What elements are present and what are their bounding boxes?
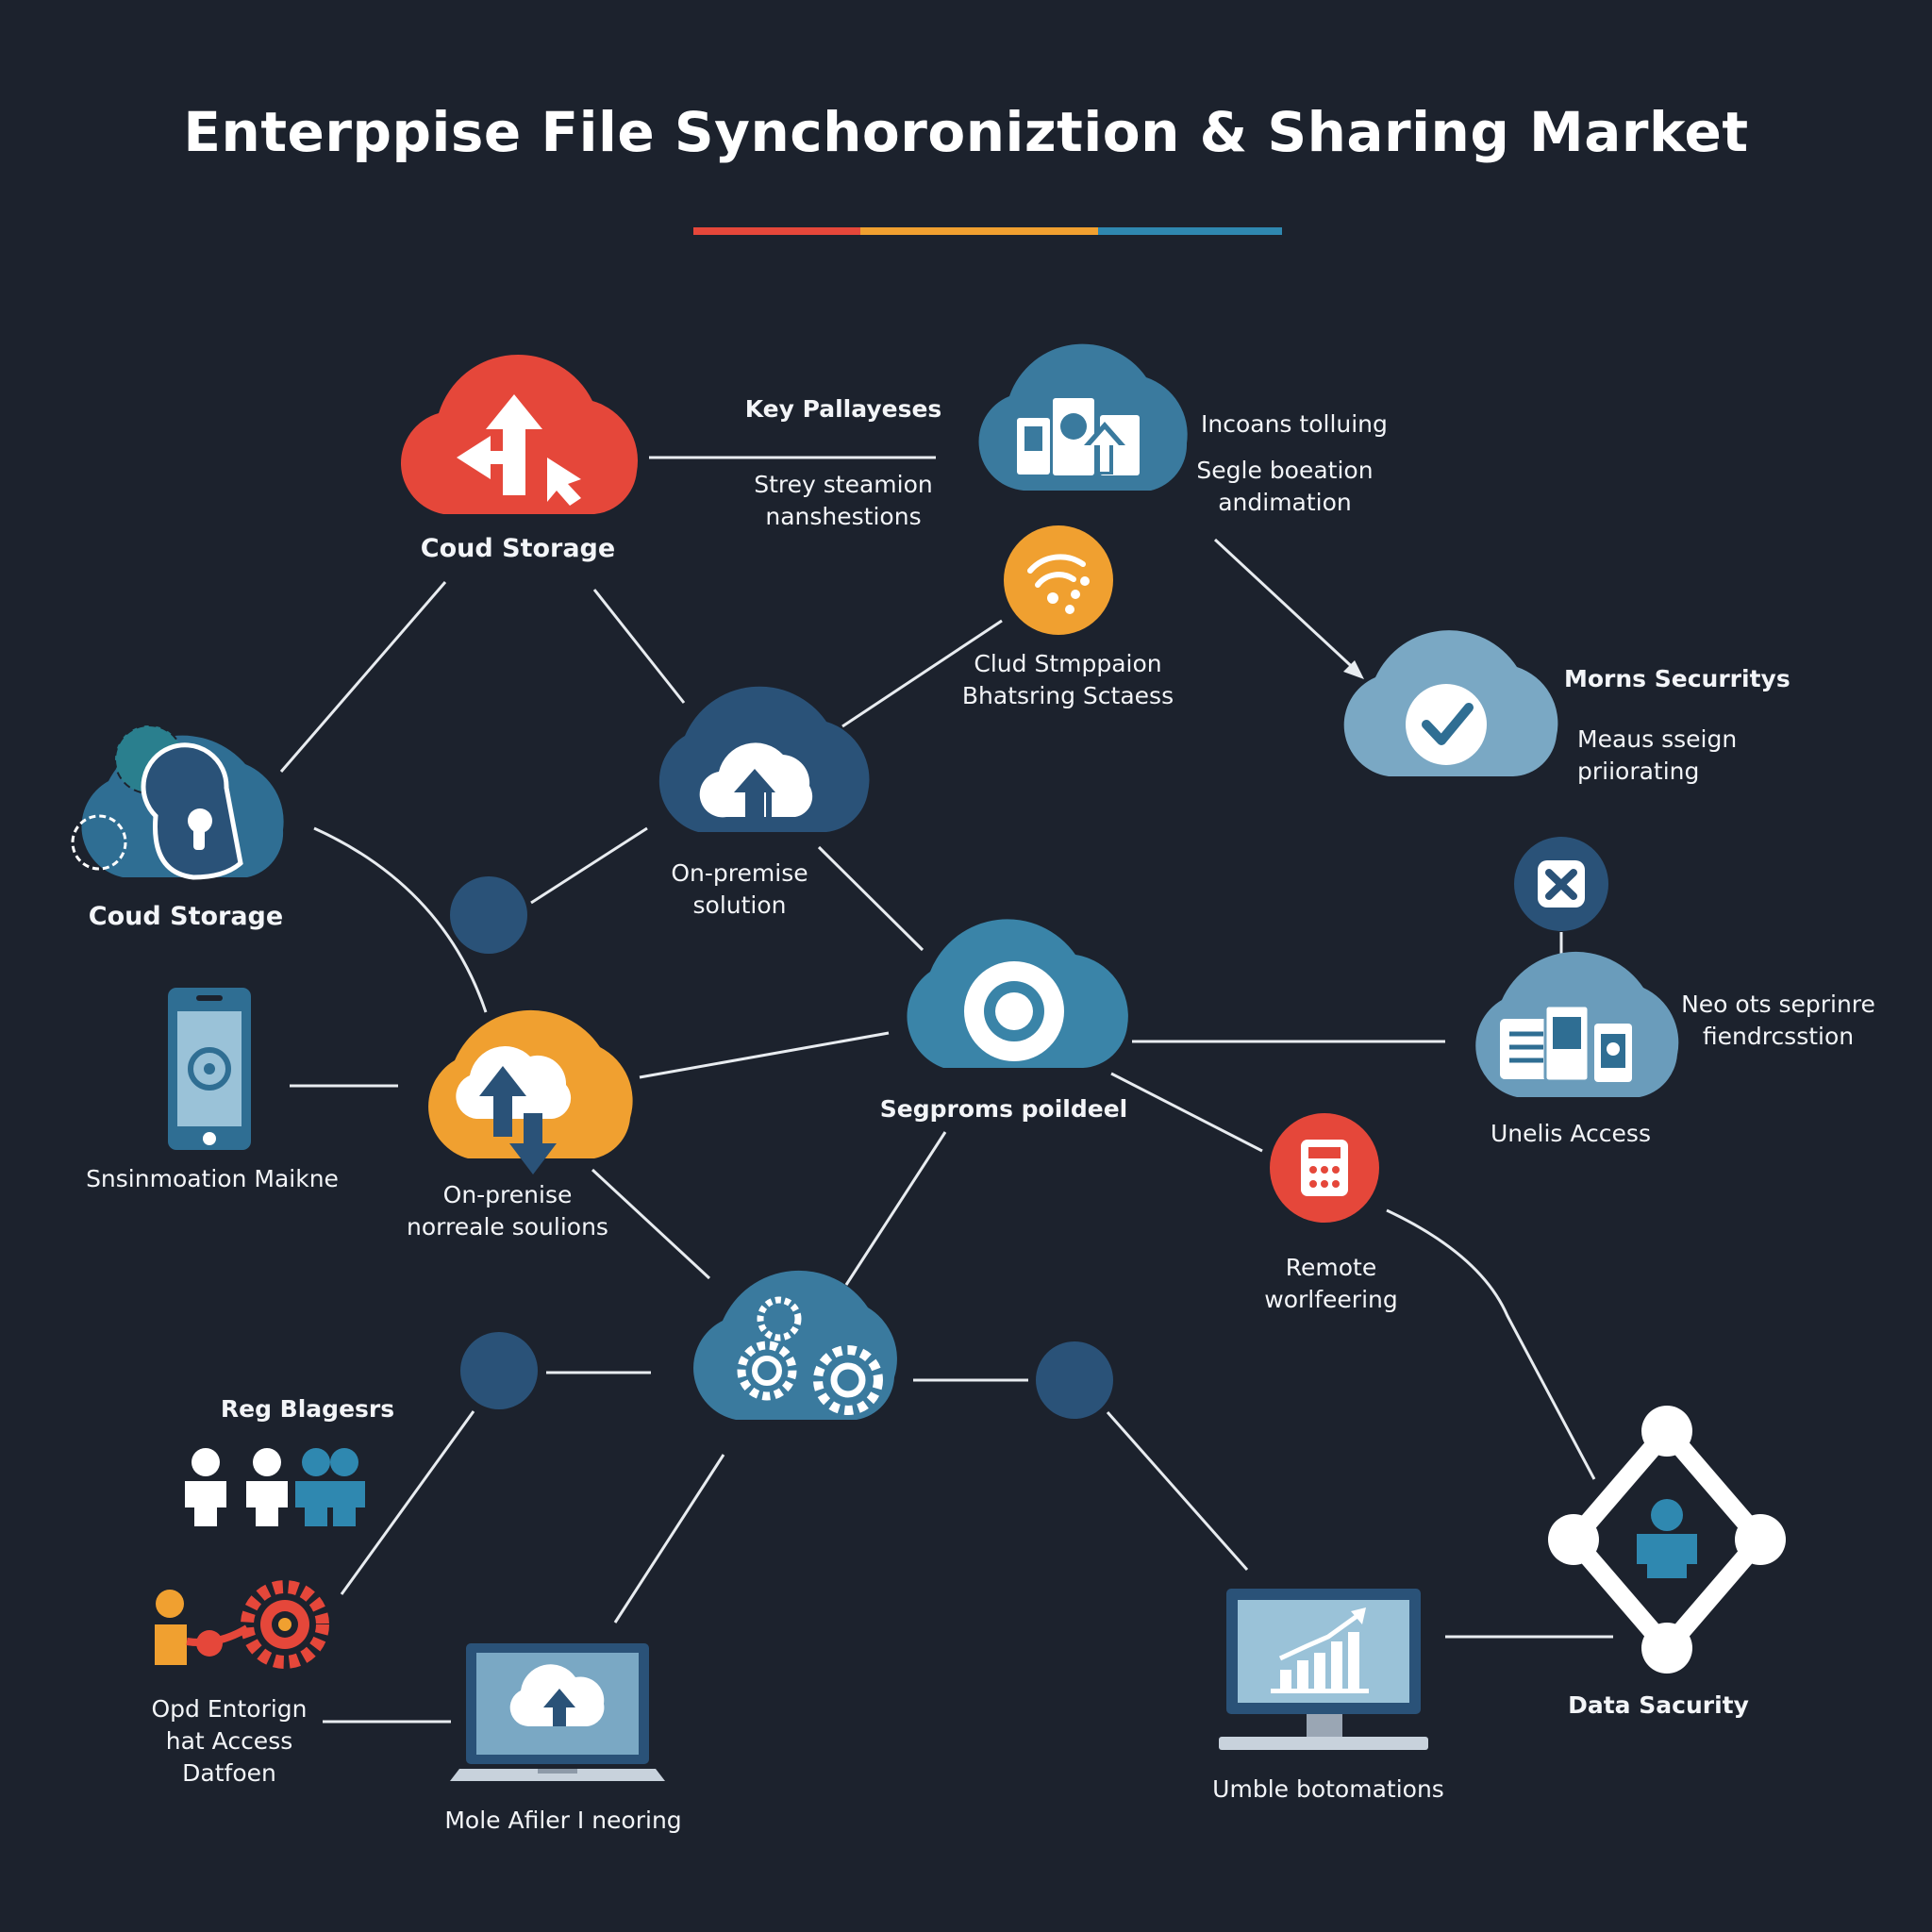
person-gear-icon [155, 1580, 329, 1669]
label-unelis: Unelis Access [1491, 1120, 1651, 1147]
title-underline [693, 227, 1282, 235]
label-onprem-orange: On-prenise norreale soulions [407, 1181, 608, 1241]
cloud-lock-gear-icon[interactable] [71, 724, 284, 880]
cloud-check-icon[interactable] [1343, 630, 1558, 776]
label-umble: Umble botomations [1212, 1775, 1444, 1803]
label-reg: Reg Blagesrs [220, 1395, 395, 1423]
cloud-gears-icon[interactable] [693, 1270, 897, 1420]
laptop-cloud-icon[interactable] [450, 1643, 665, 1781]
label-icons-tool: Incoans tolluing [1201, 410, 1388, 438]
node-dot [450, 876, 527, 954]
label-icons-tool-sub: Segle boeation andimation [1196, 457, 1374, 516]
cloud-target-icon[interactable] [907, 919, 1128, 1068]
label-mole: Mole Afiler I neoring [444, 1807, 682, 1834]
label-key-players-sub: Strey steamion nanshestions [754, 471, 933, 530]
connector-lines [279, 456, 1613, 1724]
label-cloud-stmp: Clud Stmppaion Bhatsring Sctaess [961, 650, 1174, 709]
label-segproms: Segproms poildeel [879, 1095, 1128, 1123]
cloud-upload-icon[interactable] [658, 686, 870, 832]
label-moms-sub: Meaus sseign priiorating [1577, 725, 1738, 785]
close-icon[interactable] [1514, 837, 1608, 931]
label-top-cloud: Coud Storage [420, 534, 616, 563]
wifi-icon[interactable] [1004, 525, 1113, 635]
node-dot [460, 1332, 538, 1409]
users-icon [185, 1448, 365, 1526]
label-moms: Morns Securritys [1564, 665, 1790, 692]
label-opd: Opd Entorign hat Access Datfoen [151, 1695, 308, 1787]
label-left-cloud: Coud Storage [88, 902, 284, 931]
network-person-icon [1548, 1406, 1786, 1674]
cloud-orange-upload-icon[interactable] [428, 1009, 633, 1174]
cloud-upload-arrows-icon[interactable] [400, 354, 639, 514]
calculator-icon[interactable] [1270, 1113, 1379, 1223]
label-phone: Snsinmoation Maikne [86, 1165, 339, 1192]
node-dot [1036, 1341, 1113, 1419]
label-data-security: Data Sacurity [1568, 1691, 1749, 1719]
cloud-devices-icon[interactable] [978, 343, 1188, 491]
monitor-chart-icon[interactable] [1219, 1589, 1428, 1750]
label-key-players: Key Pallayeses [744, 395, 942, 423]
page-title: Enterppise File Synchoroniztion & Sharin… [183, 100, 1749, 164]
label-neo: Neo ots seprinre fiendrcsstion [1681, 991, 1875, 1050]
label-remote: Remote worlfeering [1264, 1254, 1398, 1313]
cloud-documents-icon[interactable] [1475, 951, 1679, 1097]
arrowhead [1343, 660, 1364, 679]
phone-icon[interactable] [168, 988, 251, 1150]
label-onprem-center: On-premise solution [671, 859, 808, 919]
